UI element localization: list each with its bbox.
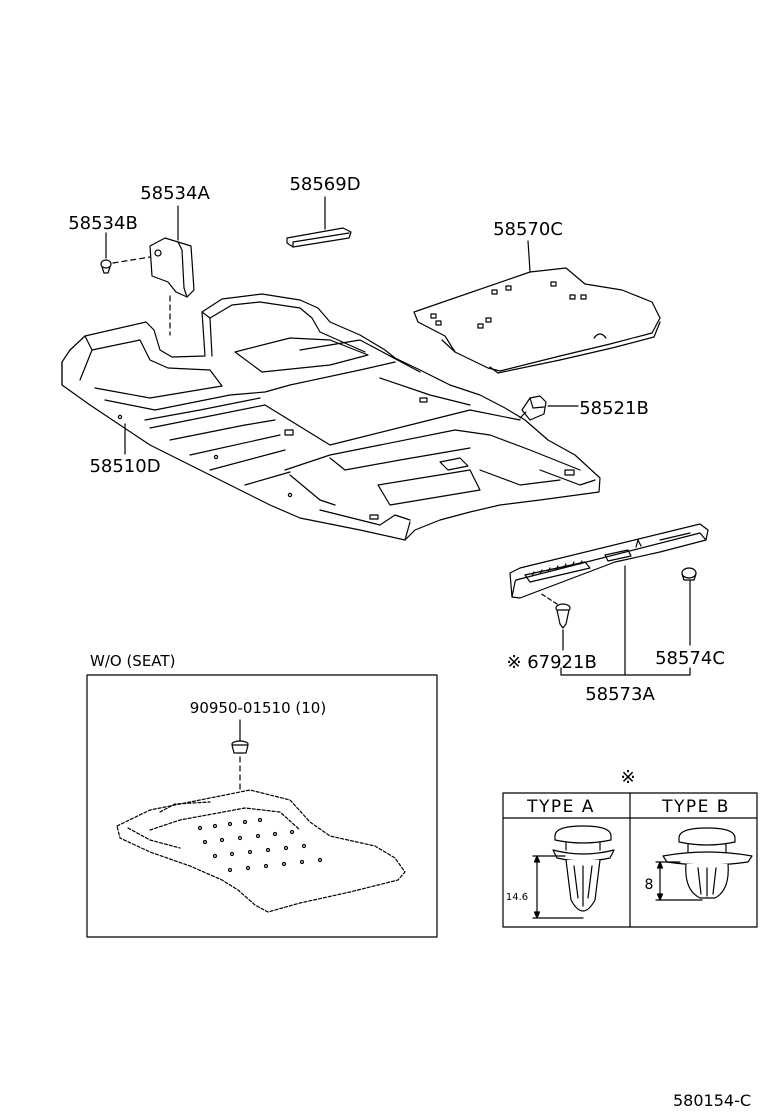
part-90950-01510-clip	[231, 719, 249, 821]
part-58573a-scuff-plate	[509, 523, 709, 676]
leader-58570c	[527, 240, 531, 272]
label-58569d: 58569D	[289, 174, 360, 195]
label-58521b: 58521B	[579, 398, 649, 419]
table-header-type-b: TYPE B	[661, 797, 730, 817]
table-header-type-a: TYPE A	[526, 797, 595, 817]
inset-without-seat	[86, 674, 438, 938]
part-58574c-clip	[681, 567, 697, 646]
dimension-type-a: 14.6	[506, 892, 528, 903]
figure-id: 580154-C	[673, 1091, 751, 1110]
part-58570c-rear-mat	[413, 240, 661, 374]
label-67921b: 67921B	[527, 652, 597, 673]
asterisk-mark: ※	[506, 652, 521, 673]
label-58574c: 58574C	[655, 648, 725, 669]
label-58534b: 58534B	[68, 213, 138, 234]
part-58534b-clip	[100, 232, 151, 274]
dimension-type-b: 8	[645, 877, 654, 893]
label-90950-01510: 90950-01510 (10)	[190, 699, 326, 717]
label-58510d: 58510D	[89, 456, 160, 477]
inset-floor-carpet	[116, 789, 406, 913]
part-58510d-floor-carpet	[61, 293, 601, 541]
label-58534a: 58534A	[140, 183, 210, 204]
label-58573a: 58573A	[585, 684, 655, 705]
part-67921b-clip	[539, 592, 571, 651]
part-58569d-strip	[286, 196, 352, 248]
part-58534a-bracket	[149, 205, 195, 336]
clip-type-b-drawing	[655, 827, 753, 901]
bracket-58573a-set	[560, 667, 691, 676]
clip-type-table	[502, 792, 758, 928]
inset-title: W/O (SEAT)	[90, 652, 175, 670]
table-asterisk-mark: ※	[620, 767, 635, 788]
label-58570c: 58570C	[493, 219, 563, 240]
clip-type-a-drawing	[532, 825, 615, 919]
part-58521b-clip	[519, 395, 579, 421]
